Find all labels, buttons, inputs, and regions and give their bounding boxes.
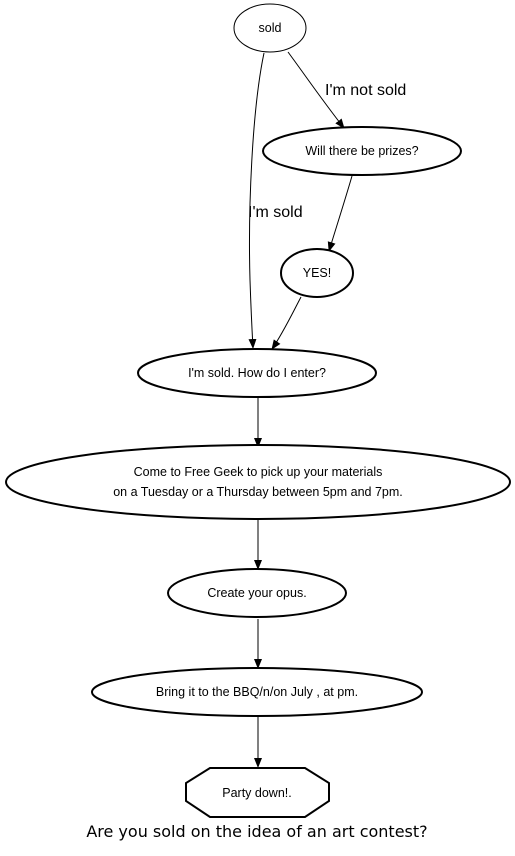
node-opus-label: Create your opus.	[207, 586, 306, 600]
edge-label-not-sold: I'm not sold	[325, 82, 406, 99]
edges	[248, 51, 353, 768]
node-sold: sold	[233, 3, 307, 53]
node-prizes-label: Will there be prizes?	[305, 144, 418, 158]
node-party-label: Party down!.	[222, 786, 291, 800]
node-pickup-label-line2: on a Tuesday or a Thursday between 5pm a…	[113, 485, 403, 499]
node-enter: I'm sold. How do I enter?	[137, 348, 377, 398]
edge-yes-to-enter	[271, 296, 302, 350]
edge-prizes-to-yes	[327, 175, 353, 252]
edge-sold-to-prizes	[287, 51, 345, 129]
node-sold-label: sold	[259, 21, 282, 35]
edge-label-sold: I'm sold	[248, 204, 303, 221]
node-yes: YES!	[280, 248, 354, 298]
node-enter-label: I'm sold. How do I enter?	[188, 366, 326, 380]
node-pickup: Come to Free Geek to pick up your materi…	[5, 444, 511, 520]
node-bbq: Bring it to the BBQ/n/on July , at pm.	[91, 667, 423, 717]
node-pickup-label-line1: Come to Free Geek to pick up your materi…	[134, 465, 383, 479]
node-yes-label: YES!	[303, 266, 332, 280]
node-opus: Create your opus.	[167, 568, 347, 618]
edge-sold-to-enter	[248, 52, 265, 349]
diagram-title: Are you sold on the idea of an art conte…	[86, 822, 427, 841]
node-prizes: Will there be prizes?	[262, 126, 462, 176]
node-bbq-label: Bring it to the BBQ/n/on July , at pm.	[156, 685, 358, 699]
node-party: Party down!.	[185, 767, 330, 818]
